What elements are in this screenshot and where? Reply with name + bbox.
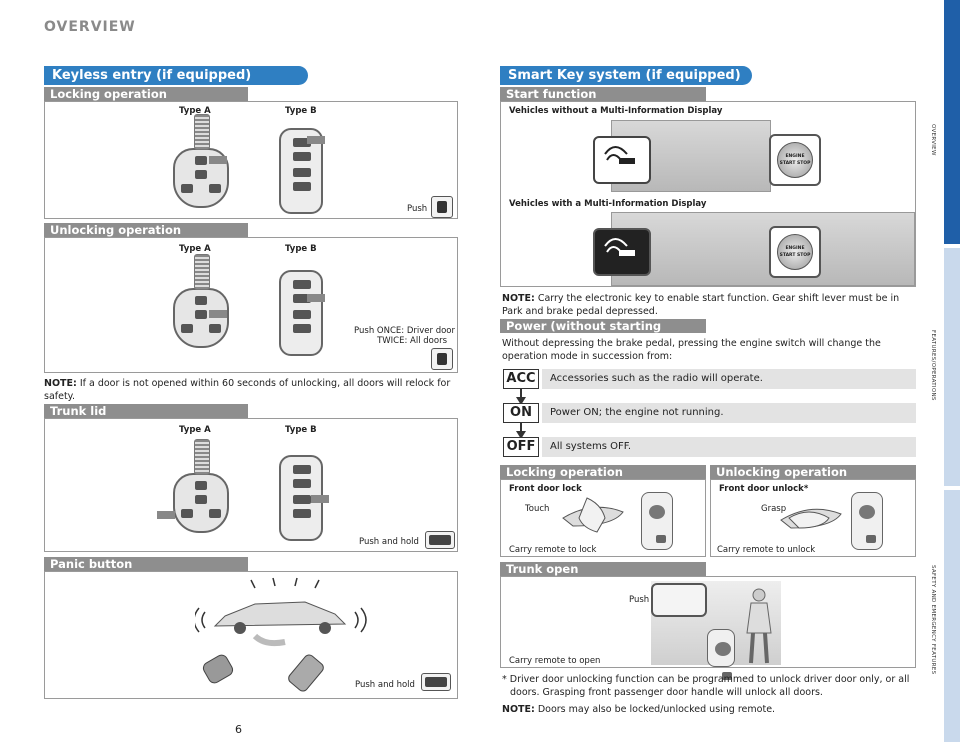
- locking-operation-title: Locking operation: [44, 87, 248, 101]
- with-mid-label: Vehicles with a Multi-Information Displa…: [509, 199, 707, 209]
- note-text: Doors may also be locked/unlocked using …: [534, 704, 776, 715]
- push-once-label: Push ONCE: Driver door: [354, 326, 455, 336]
- type-b-fob-image: [279, 270, 323, 356]
- start-function-title: Start function: [500, 87, 706, 101]
- press-arrow-icon: [311, 495, 329, 503]
- down-arrow-icon: [520, 389, 522, 399]
- trunk-open-panel: Push Carry remote to open: [500, 576, 916, 680]
- key-indicator-icon: [593, 136, 651, 184]
- down-arrow-icon: [516, 431, 526, 439]
- push-label: Push: [407, 204, 428, 214]
- without-mid-label: Vehicles without a Multi-Information Dis…: [509, 106, 723, 116]
- acc-mode-text: Accessories such as the radio will opera…: [542, 369, 916, 389]
- smart-key-fob-image: [707, 629, 735, 680]
- power-description: Without depressing the brake pedal, pres…: [502, 338, 881, 362]
- type-b-label: Type B: [285, 425, 317, 435]
- grasp-label: Grasp: [761, 504, 787, 514]
- push-twice-label: TWICE: All doors: [377, 336, 447, 346]
- note-text: If a door is not opened within 60 second…: [44, 378, 451, 402]
- note-label: NOTE:: [502, 293, 535, 304]
- type-a-label: Type A: [179, 106, 211, 116]
- person-illustration: [746, 588, 772, 664]
- programming-footnote: * Driver door unlocking function can be …: [502, 674, 910, 698]
- press-arrow-icon: [307, 294, 325, 302]
- note-label: NOTE:: [44, 378, 77, 389]
- touch-label: Touch: [525, 504, 550, 514]
- dashboard-photo-with-mid: [611, 212, 915, 286]
- push-label: Push: [629, 595, 650, 605]
- side-label-features: FEATURES/OPERATIONS: [930, 329, 936, 401]
- start-note: NOTE: Carry the electronic key to enable…: [502, 292, 916, 318]
- press-arrow-icon: [157, 511, 175, 519]
- type-a-label: Type A: [179, 425, 211, 435]
- start-function-panel: Vehicles without a Multi-Information Dis…: [500, 101, 916, 287]
- type-b-label: Type B: [285, 106, 317, 116]
- push-and-hold-label: Push and hold: [359, 537, 419, 547]
- down-arrow-icon: [516, 397, 526, 405]
- smart-unlocking-title: Unlocking operation: [710, 465, 916, 479]
- off-mode-text: All systems OFF.: [542, 437, 916, 457]
- push-and-hold-label: Push and hold: [355, 680, 415, 690]
- front-door-unlock-label: Front door unlock*: [719, 484, 809, 494]
- type-b-label: Type B: [285, 244, 317, 254]
- engine-start-button-image: ENGINE START STOP: [769, 226, 821, 278]
- press-arrow-icon: [307, 136, 325, 144]
- start-button-text: ENGINE START STOP: [777, 234, 813, 270]
- acc-mode-box: ACC: [503, 369, 539, 389]
- trunk-lid-title: Trunk lid: [44, 404, 248, 418]
- lock-icon: [431, 196, 453, 218]
- trunk-lid-panel: Type A Type B Push and hold: [44, 418, 458, 552]
- type-a-fob-image: [173, 254, 229, 348]
- trunk-opener-icon: [651, 583, 707, 617]
- page-title: OVERVIEW: [44, 19, 136, 35]
- side-label-safety: SAFETY AND EMERGENCY FEATURES: [930, 565, 936, 675]
- front-door-lock-label: Front door lock: [509, 484, 582, 494]
- start-button-text: ENGINE START STOP: [777, 142, 813, 178]
- smart-key-fob-image: [851, 492, 883, 550]
- unlocking-operation-title: Unlocking operation: [44, 223, 248, 237]
- press-arrow-icon: [209, 310, 227, 318]
- panic-button-panel: Push and hold: [44, 571, 458, 699]
- unlocking-operation-panel: Type A Type B Push ONCE: Driver door TWI…: [44, 237, 458, 373]
- locking-operation-panel: Type A Type B Push: [44, 101, 458, 219]
- panic-alarm-illustration: [195, 577, 367, 692]
- smart-key-fob-image: [641, 492, 673, 550]
- smart-locking-panel: Front door lock Touch Carry remote to lo…: [500, 479, 706, 557]
- smart-key-banner: Smart Key system (if equipped): [500, 66, 752, 85]
- trunk-button-icon: [425, 531, 455, 549]
- carry-remote-open-caption: Carry remote to open: [509, 656, 601, 666]
- side-tab-features[interactable]: [944, 248, 960, 486]
- type-a-label: Type A: [179, 244, 211, 254]
- side-tab-overview[interactable]: [944, 0, 960, 244]
- off-mode-box: OFF: [503, 437, 539, 457]
- unlock-icon: [431, 348, 453, 370]
- type-a-fob-image: [173, 439, 229, 533]
- side-label-overview: OVERVIEW: [930, 124, 936, 156]
- note-text: Carry the electronic key to enable start…: [502, 293, 900, 317]
- side-tab-safety[interactable]: [944, 490, 960, 742]
- press-arrow-icon: [209, 156, 227, 164]
- remote-note: NOTE: Doors may also be locked/unlocked …: [502, 703, 916, 716]
- mid-key-indicator-icon: [593, 228, 651, 276]
- unlock-note: NOTE: If a door is not opened within 60 …: [44, 377, 458, 403]
- carry-remote-lock-caption: Carry remote to lock: [509, 545, 597, 555]
- smart-unlocking-panel: Front door unlock* Grasp Carry remote to…: [710, 479, 916, 557]
- panic-button-title: Panic button: [44, 557, 248, 571]
- smart-locking-title: Locking operation: [500, 465, 706, 479]
- on-mode-text: Power ON; the engine not running.: [542, 403, 916, 423]
- note-label: NOTE:: [502, 704, 535, 715]
- power-title: Power (without starting engine): [500, 319, 706, 347]
- keyless-entry-banner: Keyless entry (if equipped): [44, 66, 308, 85]
- door-handle-grasp-illustration: [780, 508, 842, 529]
- carry-remote-unlock-caption: Carry remote to unlock: [717, 545, 816, 555]
- on-mode-box: ON: [503, 403, 539, 423]
- page-number: 6: [235, 723, 242, 736]
- door-handle-touch-illustration: [562, 497, 624, 533]
- engine-start-button-image: ENGINE START STOP: [769, 134, 821, 186]
- trunk-open-title: Trunk open: [500, 562, 706, 576]
- down-arrow-icon: [520, 423, 522, 433]
- panic-button-icon: [421, 673, 451, 691]
